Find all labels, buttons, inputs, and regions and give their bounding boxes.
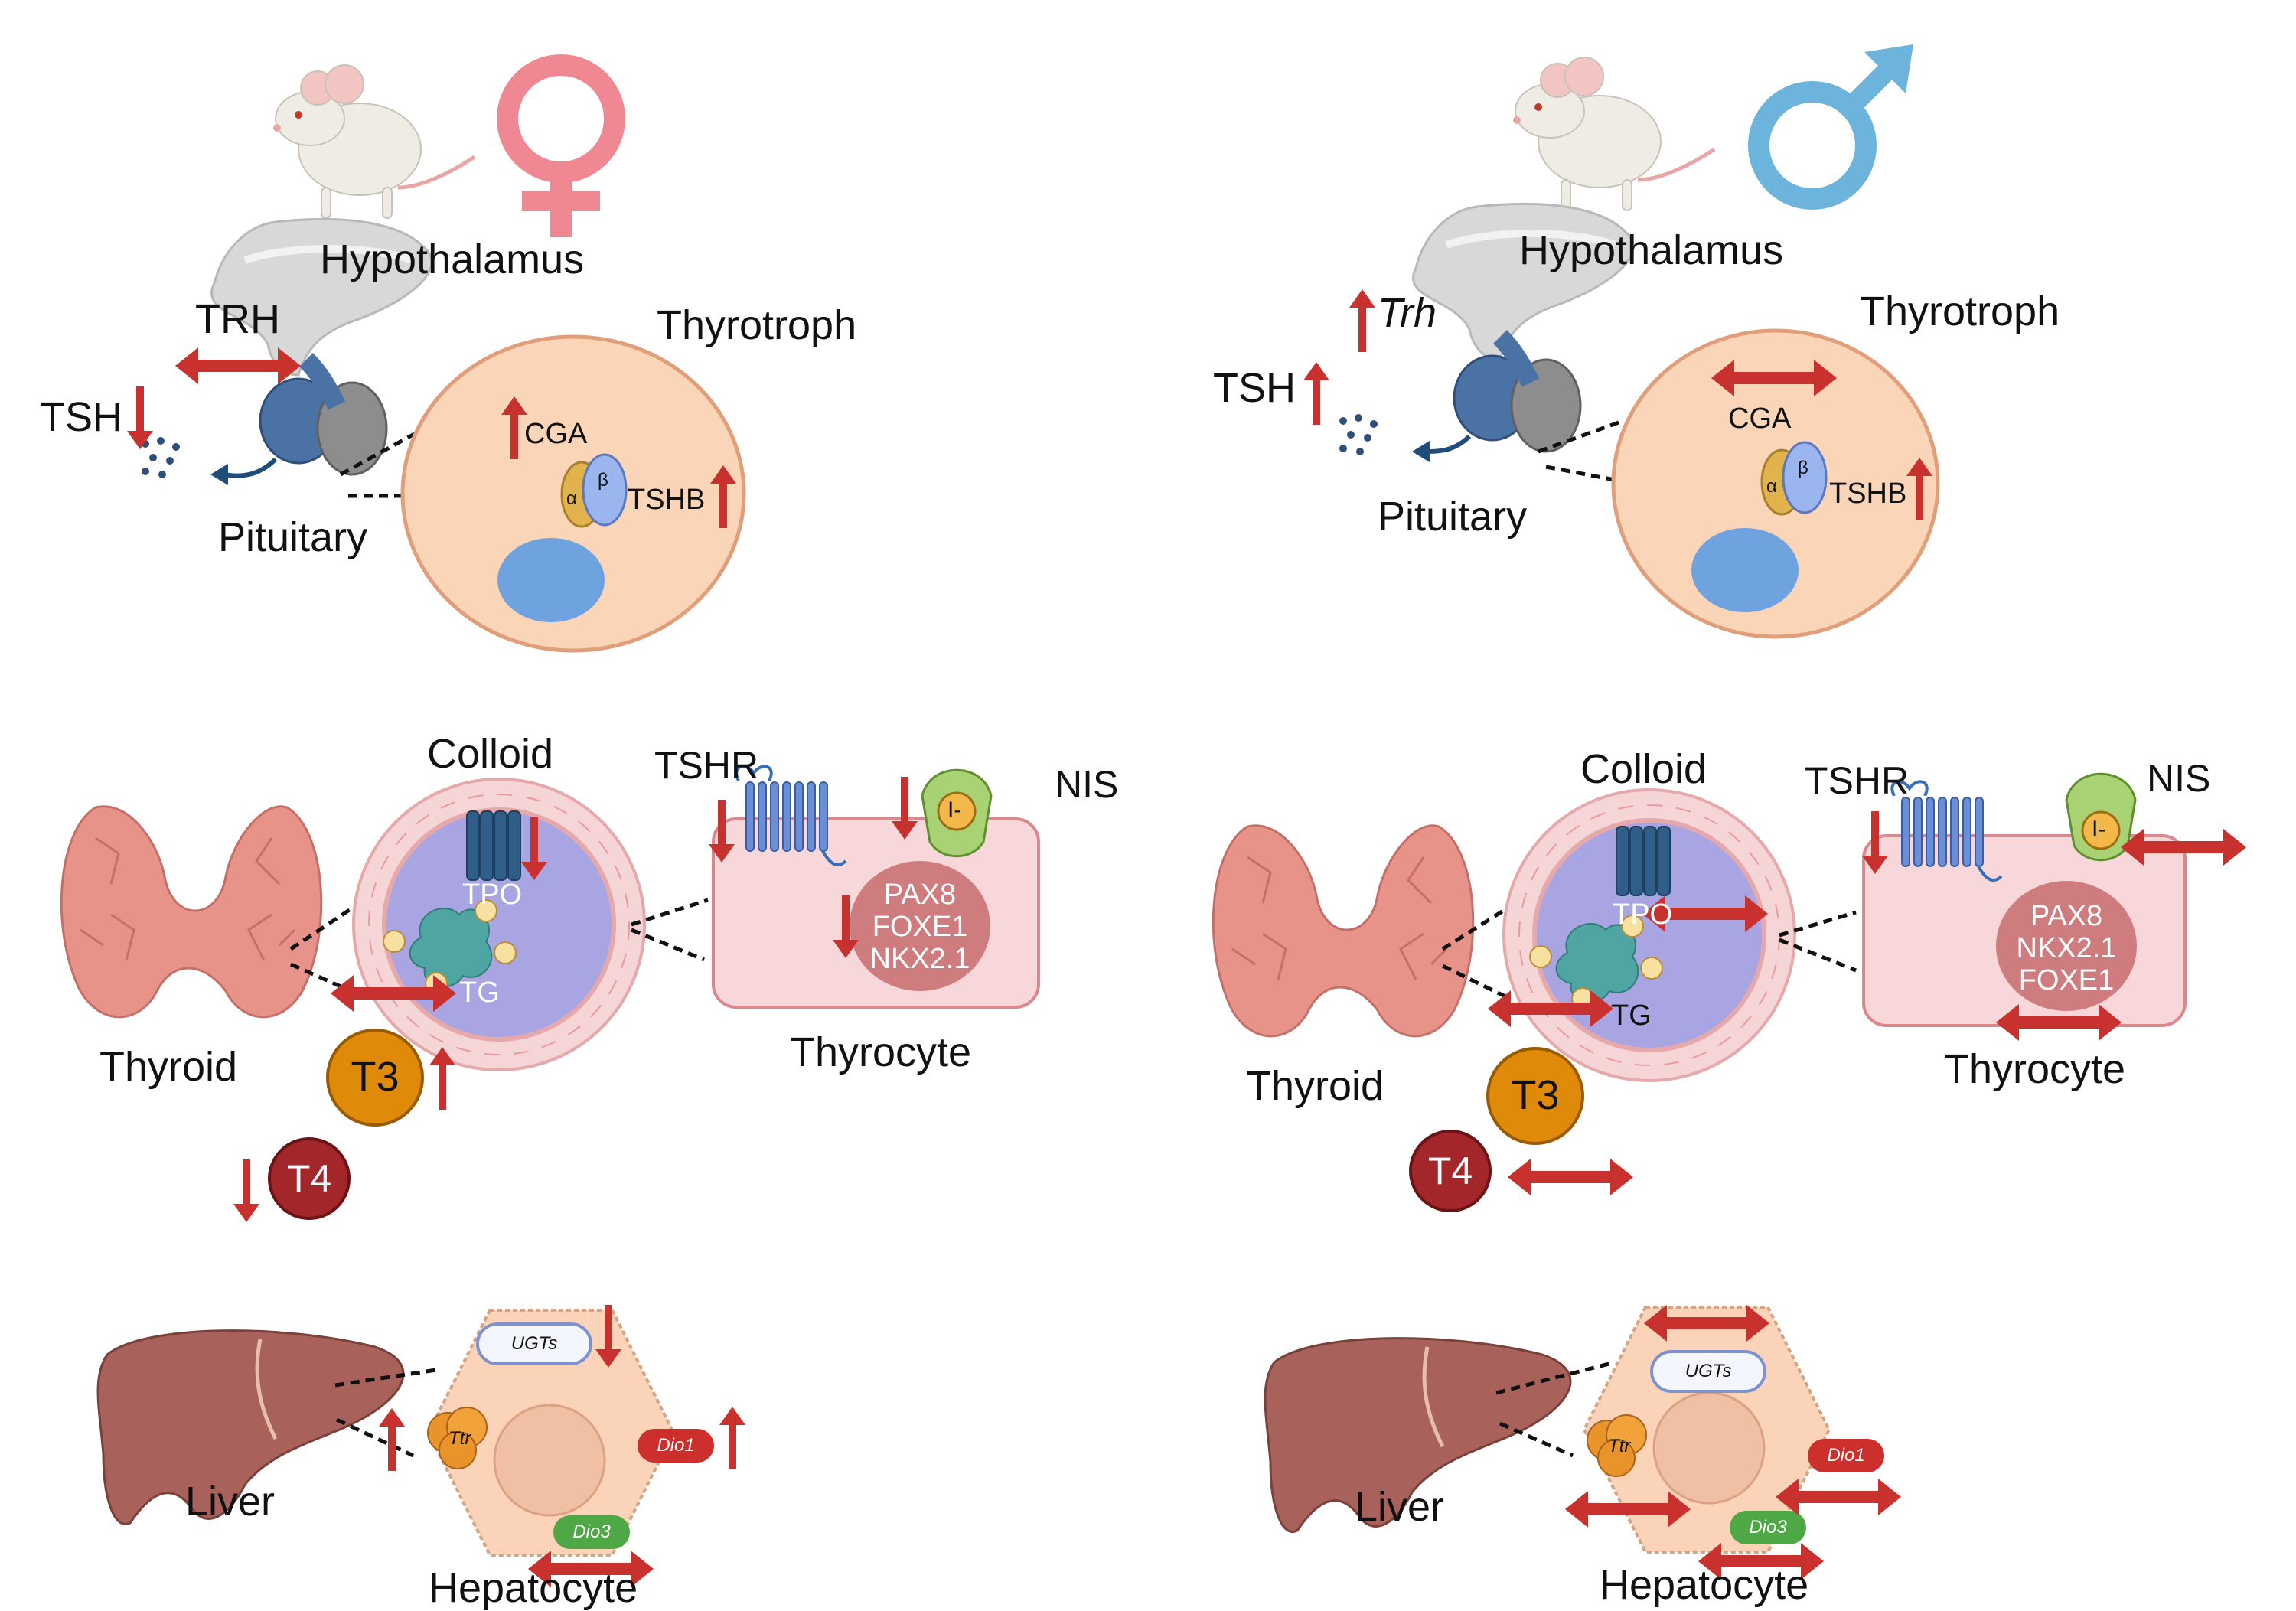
male-tsh-arrow xyxy=(1303,362,1329,425)
female-tshr-label: TSHR xyxy=(654,744,759,787)
female-tshb-label: TSHB xyxy=(628,484,706,516)
female-ttr-label: Ttr xyxy=(448,1428,471,1449)
female-liver-label: Liver xyxy=(185,1479,276,1525)
female-thyrotroph-label: Thyrotroph xyxy=(657,302,857,348)
female-hepatocyte-label: Hepatocyte xyxy=(429,1565,638,1611)
female-tpo-label: TPO xyxy=(462,879,523,911)
female-symbol xyxy=(497,54,625,237)
female-tg-label: TG xyxy=(459,977,500,1009)
male-thyroid-label: Thyroid xyxy=(1246,1063,1384,1109)
female-tsh-label: TSH xyxy=(40,394,122,440)
male-pituitary-shape xyxy=(1454,337,1580,452)
female-t4-arrow xyxy=(233,1159,259,1222)
male-beta-label: β xyxy=(1798,458,1808,478)
female-mouse xyxy=(273,65,475,218)
male-t4-ball xyxy=(1409,1130,1492,1212)
male-thyrocyte-label: Thyrocyte xyxy=(1944,1046,2126,1092)
male-tshr-label: TSHR xyxy=(1805,759,1910,802)
female-tsh-arrow xyxy=(127,386,153,449)
male-hypothalamus-label: Hypothalamus xyxy=(1519,227,1784,273)
female-pituitary-label: Pituitary xyxy=(218,514,368,560)
female-thyrocyte-label: Thyrocyte xyxy=(790,1029,972,1075)
male-liver-label: Liver xyxy=(1355,1484,1445,1530)
female-dio3-label: Dio3 xyxy=(572,1521,611,1542)
female-tf-nucleus xyxy=(850,861,990,991)
female-hypothalamus-label: Hypothalamus xyxy=(320,236,585,282)
female-beta-subunit xyxy=(582,453,628,527)
female-colloid-label: Colloid xyxy=(427,731,554,777)
female-t3-label: T3 xyxy=(351,1054,400,1100)
male-mouse xyxy=(1513,57,1714,210)
female-tf-3: NKX2.1 xyxy=(869,943,970,975)
male-ugts-badge xyxy=(1650,1350,1766,1393)
female-dio1-arrow xyxy=(719,1407,745,1469)
male-hepatocyte-nucleus xyxy=(1652,1391,1766,1505)
male-thyrotroph-label: Thyrotroph xyxy=(1860,289,2060,334)
female-thyroid-gland xyxy=(60,805,323,1019)
male-thyrotroph-nucleus xyxy=(1691,528,1799,612)
male-alpha-label: α xyxy=(1766,476,1777,497)
male-t4-label: T4 xyxy=(1427,1150,1473,1192)
female-beta-label: β xyxy=(598,470,608,491)
male-dio1-arrow xyxy=(1776,1479,1901,1515)
male-dio3-label: Dio3 xyxy=(1749,1517,1787,1538)
male-dio1-label: Dio1 xyxy=(1827,1445,1865,1466)
female-iodide-label: I- xyxy=(947,797,962,823)
male-thyroid-gland xyxy=(1212,824,1475,1038)
male-t4-arrow xyxy=(1508,1159,1633,1195)
male-tsh-particles xyxy=(1339,414,1378,455)
male-t3-ball xyxy=(1486,1047,1584,1145)
male-tsh-label: TSH xyxy=(1213,365,1296,411)
female-nis-label: NIS xyxy=(1055,763,1119,806)
male-ugts-label: UGTs xyxy=(1684,1361,1732,1381)
male-ttr-label: Ttr xyxy=(1608,1436,1631,1456)
male-tf-1: PAX8 xyxy=(2030,900,2103,932)
male-panel xyxy=(1212,44,2246,1580)
male-iodide-label: I- xyxy=(2092,817,2106,842)
female-dio1-label: Dio1 xyxy=(657,1435,695,1456)
female-alpha-label: α xyxy=(566,488,577,509)
female-thyroid-label: Thyroid xyxy=(99,1044,238,1090)
female-tpo-protein xyxy=(466,810,521,881)
male-tf-3: FOXE1 xyxy=(2018,964,2115,996)
male-dio3-badge xyxy=(1730,1511,1806,1544)
female-t4-ball xyxy=(268,1137,351,1220)
male-tf-nucleus xyxy=(1996,881,2137,1011)
female-trh-arrow xyxy=(175,347,301,384)
male-tg-label: TG xyxy=(1611,1000,1652,1032)
male-cga-label: CGA xyxy=(1728,403,1792,435)
male-tshb-label: TSHB xyxy=(1829,478,1907,510)
male-pituitary-label: Pituitary xyxy=(1378,494,1528,540)
female-tf-1: PAX8 xyxy=(883,879,957,911)
female-hepatocyte-nucleus xyxy=(493,1404,606,1517)
female-tsh-particles xyxy=(142,437,180,478)
female-ugts-label: UGTs xyxy=(510,1333,558,1354)
male-trh-arrow xyxy=(1349,289,1375,352)
male-tpo-label: TPO xyxy=(1613,898,1673,931)
female-trh-label: TRH xyxy=(195,296,280,342)
female-panel xyxy=(60,54,1040,1587)
male-colloid-label: Colloid xyxy=(1580,746,1707,792)
male-tf-2: NKX2.1 xyxy=(2016,932,2117,964)
male-hepatocyte-label: Hepatocyte xyxy=(1600,1562,1809,1608)
male-dio1-badge xyxy=(1808,1439,1884,1472)
female-tf-2: FOXE1 xyxy=(872,911,968,943)
female-t4-label: T4 xyxy=(286,1157,332,1200)
male-symbol xyxy=(1748,44,1913,210)
female-ugts-badge xyxy=(476,1322,592,1365)
male-nis-label: NIS xyxy=(2147,757,2211,800)
male-tpo-protein xyxy=(1616,826,1671,896)
female-t3-ball xyxy=(326,1029,424,1127)
male-t3-label: T3 xyxy=(1511,1072,1560,1118)
male-trh-label: Trh xyxy=(1378,290,1437,336)
female-cga-label: CGA xyxy=(524,418,588,450)
female-thyrotroph-nucleus xyxy=(497,538,605,622)
female-dio1-badge xyxy=(638,1429,714,1463)
male-beta-subunit xyxy=(1782,441,1828,514)
female-dio3-badge xyxy=(553,1515,630,1549)
